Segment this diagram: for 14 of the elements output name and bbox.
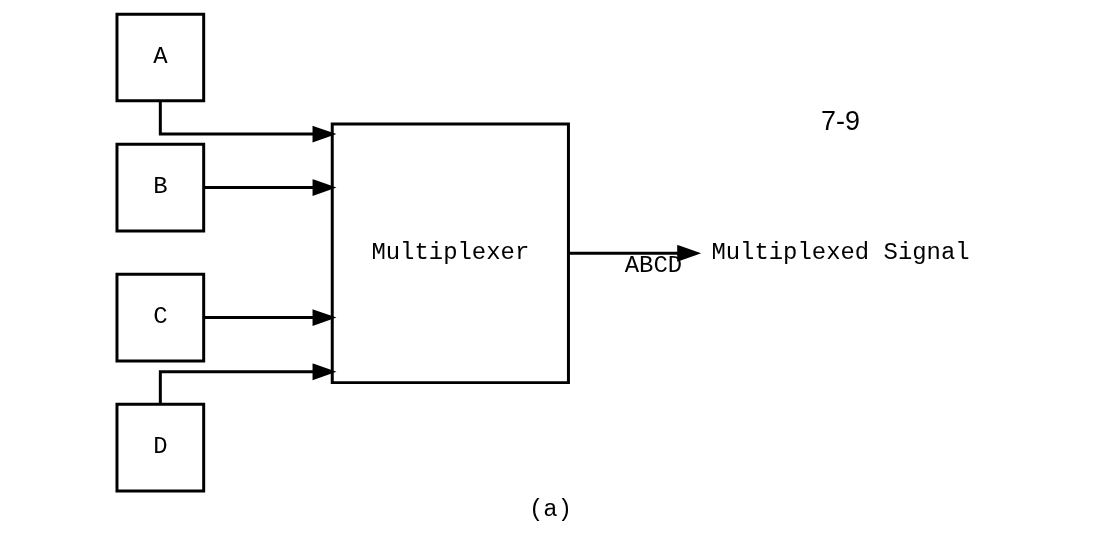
arrow <box>203 179 337 196</box>
arrow <box>568 244 702 262</box>
label: 7-9 <box>821 105 860 136</box>
arrow <box>158 101 337 143</box>
node-box: A <box>115 12 206 103</box>
caption: (a) <box>528 496 573 524</box>
node-text: Multiplexed Signal <box>711 238 970 266</box>
node-box: D <box>115 402 206 493</box>
arrow <box>203 309 337 326</box>
node-box: Multiplexer <box>330 122 570 385</box>
node-box: B <box>115 142 206 233</box>
node-box: C <box>115 272 206 363</box>
arrow <box>158 363 337 404</box>
edge-label: ABCD <box>624 252 683 280</box>
